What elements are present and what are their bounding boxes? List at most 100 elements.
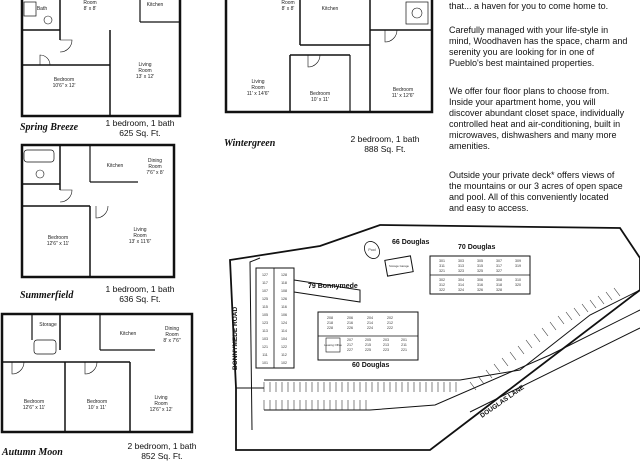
svg-text:Bedroom: Bedroom — [54, 77, 74, 83]
unit-number: 106 — [281, 313, 287, 317]
svg-text:Room: Room — [138, 68, 151, 74]
paragraph-1-line: mind, Woodhaven has the space, charm and — [449, 35, 628, 46]
svg-text:Bedroom: Bedroom — [310, 91, 330, 97]
plan-summerfield: Kitchen Dining Room 7'6" x 8' Bedroom 12… — [0, 142, 200, 307]
unit-number: 308 — [496, 278, 502, 282]
label-60-douglas: 60 Douglas — [352, 362, 389, 369]
unit-number: 201 — [401, 338, 407, 342]
unit-number: 327 — [496, 269, 502, 273]
description-paragraph-1: Carefully managed with your life-style i… — [449, 25, 640, 69]
unit-number: 323 — [458, 269, 464, 273]
autumn-moon-drawing: Storage Kitchen Dining Room 8' x 7'6" Be… — [0, 312, 194, 434]
unit-number: 101 — [262, 361, 268, 365]
site-map: 1271171071251151051231131031211111011281… — [229, 224, 640, 451]
unit-number: 217 — [347, 343, 353, 347]
unit-number: 117 — [262, 281, 268, 285]
douglas-lane-label: DOUGLAS LANE — [479, 384, 526, 420]
unit-number: 224 — [367, 326, 373, 330]
douglas-lane-edge — [469, 327, 640, 413]
unit-number: 322 — [439, 288, 445, 292]
svg-text:Dining: Dining — [165, 326, 179, 332]
unit-number: 127 — [262, 273, 268, 277]
unit-number: 221 — [401, 348, 407, 352]
unit-number: 123 — [262, 321, 268, 325]
unit-number: 115 — [262, 305, 268, 309]
paragraph-1-line: serenity you are looking for in one of — [449, 46, 595, 57]
svg-text:Room: Room — [154, 401, 167, 407]
unit-number: 318 — [496, 283, 502, 287]
summerfield-bed-bath: 1 bedroom, 1 bath — [105, 284, 175, 294]
unit-number: 211 — [401, 343, 407, 347]
unit-number: 118 — [281, 281, 287, 285]
storage-garage-label: Storage Garage — [389, 264, 409, 268]
unit-number: 103 — [262, 337, 268, 341]
svg-text:Kitchen: Kitchen — [107, 163, 124, 169]
svg-text:Living: Living — [251, 79, 264, 85]
paragraph-2-line: Inside your apartment home, you will — [449, 96, 596, 107]
svg-text:7'6" x 8': 7'6" x 8' — [146, 170, 163, 176]
unit-number: 105 — [262, 313, 268, 317]
building-60-douglas: Leasing Office — [317, 311, 419, 361]
building-66-douglas: Pool Storage Garage — [364, 241, 414, 277]
unit-number: 116 — [281, 305, 287, 309]
paragraph-3-line: the mountains or our 3 acres of open spa… — [449, 180, 623, 191]
unit-number: 222 — [387, 326, 393, 330]
unit-number: 126 — [281, 297, 287, 301]
unit-number: 315 — [477, 264, 483, 268]
svg-text:10' x 11': 10' x 11' — [311, 97, 329, 103]
label-66-douglas: 66 Douglas — [392, 239, 429, 246]
unit-number: 206 — [347, 316, 353, 320]
wintergreen-drawing: Room 8' x 8' Kitchen Living Room 11' x 1… — [224, 0, 434, 114]
autumn-moon-size: 852 Sq. Ft. — [141, 451, 183, 461]
autumn-moon-bed-bath: 2 bedroom, 1 bath — [127, 441, 197, 451]
unit-number: 306 — [477, 278, 483, 282]
unit-number: 320 — [515, 283, 521, 287]
wintergreen-info: 2 bedroom, 1 bath 888 Sq. Ft. — [340, 134, 430, 154]
paragraph-2-line: We offer four floor plans to choose from… — [449, 86, 610, 96]
svg-text:12'6" x 11': 12'6" x 11' — [47, 241, 70, 247]
svg-text:8' x 8': 8' x 8' — [84, 6, 97, 12]
spring-breeze-info: 1 bedroom, 1 bath 625 Sq. Ft. — [100, 118, 180, 138]
svg-text:11' x 14'6": 11' x 14'6" — [247, 91, 270, 97]
unit-number: 311 — [439, 264, 445, 268]
svg-text:Living: Living — [138, 62, 151, 68]
unit-number: 108 — [281, 289, 287, 293]
unit-number: 313 — [458, 264, 464, 268]
unit-number: 218 — [327, 321, 333, 325]
unit-number: 205 — [365, 338, 371, 342]
unit-number: 314 — [458, 283, 464, 287]
unit-number: 112 — [281, 353, 287, 357]
unit-number: 301 — [439, 259, 445, 263]
paragraph-2-line: discover abundant closet space, individu… — [449, 107, 625, 118]
summerfield-name: Summerfield — [20, 290, 74, 301]
wintergreen-size: 888 Sq. Ft. — [364, 144, 406, 154]
unit-number: 125 — [262, 297, 268, 301]
unit-number: 223 — [383, 348, 389, 352]
paragraph-3-line: and pool. All of this conveniently locat… — [449, 191, 609, 202]
svg-text:Bedroom: Bedroom — [393, 87, 413, 93]
unit-number: 226 — [347, 326, 353, 330]
unit-number: 213 — [383, 343, 389, 347]
parking-stalls — [263, 287, 621, 410]
description-paragraph-2: We offer four floor plans to choose from… — [449, 86, 640, 151]
svg-text:13' x 11'6": 13' x 11'6" — [129, 239, 152, 245]
bonnymede-road-label: BONNYMEDE ROAD — [232, 306, 239, 370]
svg-text:8' x 7'6": 8' x 7'6" — [163, 338, 181, 344]
unit-number: 319 — [515, 264, 521, 268]
spring-breeze-size: 625 Sq. Ft. — [119, 128, 161, 138]
svg-text:10'6" x 12': 10'6" x 12' — [53, 83, 76, 89]
svg-text:Room: Room — [251, 85, 264, 91]
summerfield-size: 636 Sq. Ft. — [119, 294, 161, 304]
parking-lot-edge-outer — [264, 309, 640, 411]
svg-text:10' x 11': 10' x 11' — [88, 405, 106, 411]
unit-number: 212 — [387, 321, 393, 325]
unit-number: 303 — [458, 259, 464, 263]
unit-number: 317 — [496, 264, 502, 268]
svg-text:Kitchen: Kitchen — [147, 2, 164, 8]
autumn-moon-info: 2 bedroom, 1 bath 852 Sq. Ft. — [122, 441, 202, 461]
label-70-douglas: 70 Douglas — [458, 244, 495, 251]
svg-text:Bedroom: Bedroom — [48, 235, 68, 241]
building-79-bonnymede — [255, 267, 361, 369]
svg-text:Room: Room — [148, 164, 161, 170]
